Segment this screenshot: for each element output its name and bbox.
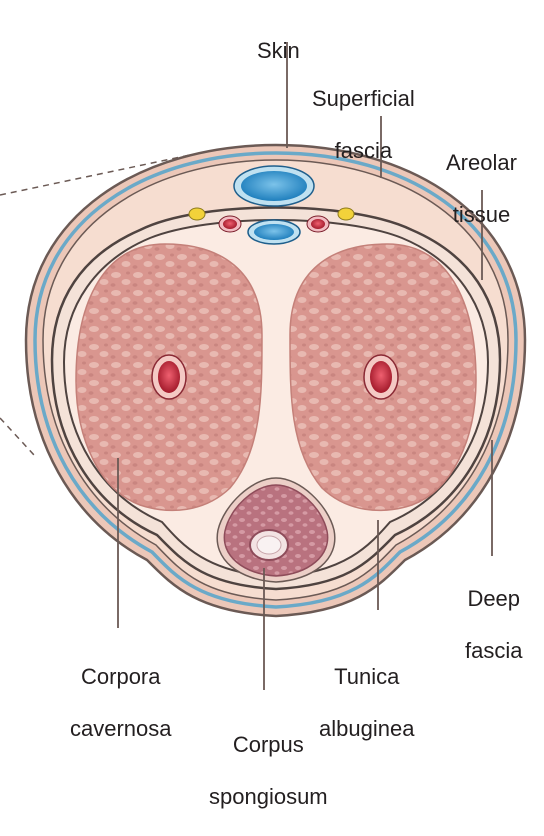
dorsal-artery-left xyxy=(219,216,241,232)
label-superficial-fascia: Superficial fascia xyxy=(312,60,415,190)
deep-dorsal-vein xyxy=(248,220,300,244)
label-corpus-spongiosum-line-2: spongiosum xyxy=(209,784,328,810)
urethra xyxy=(250,530,288,560)
cavernosal-artery-right xyxy=(364,355,398,399)
label-corpora-cavernosa: Corpora cavernosa xyxy=(70,638,172,768)
label-deep-fascia: Deep fascia xyxy=(465,560,522,690)
label-deep-fascia-line-1: Deep xyxy=(465,586,522,612)
label-superficial-fascia-line-2: fascia xyxy=(312,138,415,164)
superficial-dorsal-vein xyxy=(234,166,314,206)
label-corpora-cavernosa-line-2: cavernosa xyxy=(70,716,172,742)
label-corpora-cavernosa-line-1: Corpora xyxy=(70,664,172,690)
cavernosal-artery-left xyxy=(152,355,186,399)
dorsal-nerve-right xyxy=(338,208,354,220)
label-tunica-albuginea-line-2: albuginea xyxy=(319,716,414,742)
label-tunica-albuginea-line-1: Tunica xyxy=(319,664,414,690)
label-areolar-tissue: Areolar tissue xyxy=(446,124,517,254)
label-superficial-fascia-line-1: Superficial xyxy=(312,86,415,112)
label-areolar-tissue-line-1: Areolar xyxy=(446,150,517,176)
dorsal-artery-right xyxy=(307,216,329,232)
dorsal-nerve-left xyxy=(189,208,205,220)
label-deep-fascia-line-2: fascia xyxy=(465,638,522,664)
label-areolar-tissue-line-2: tissue xyxy=(446,202,517,228)
label-skin: Skin xyxy=(257,12,300,90)
label-corpus-spongiosum-line-1: Corpus xyxy=(209,732,328,758)
label-tunica-albuginea: Tunica albuginea xyxy=(319,638,414,768)
label-corpus-spongiosum: Corpus spongiosum xyxy=(209,706,328,836)
